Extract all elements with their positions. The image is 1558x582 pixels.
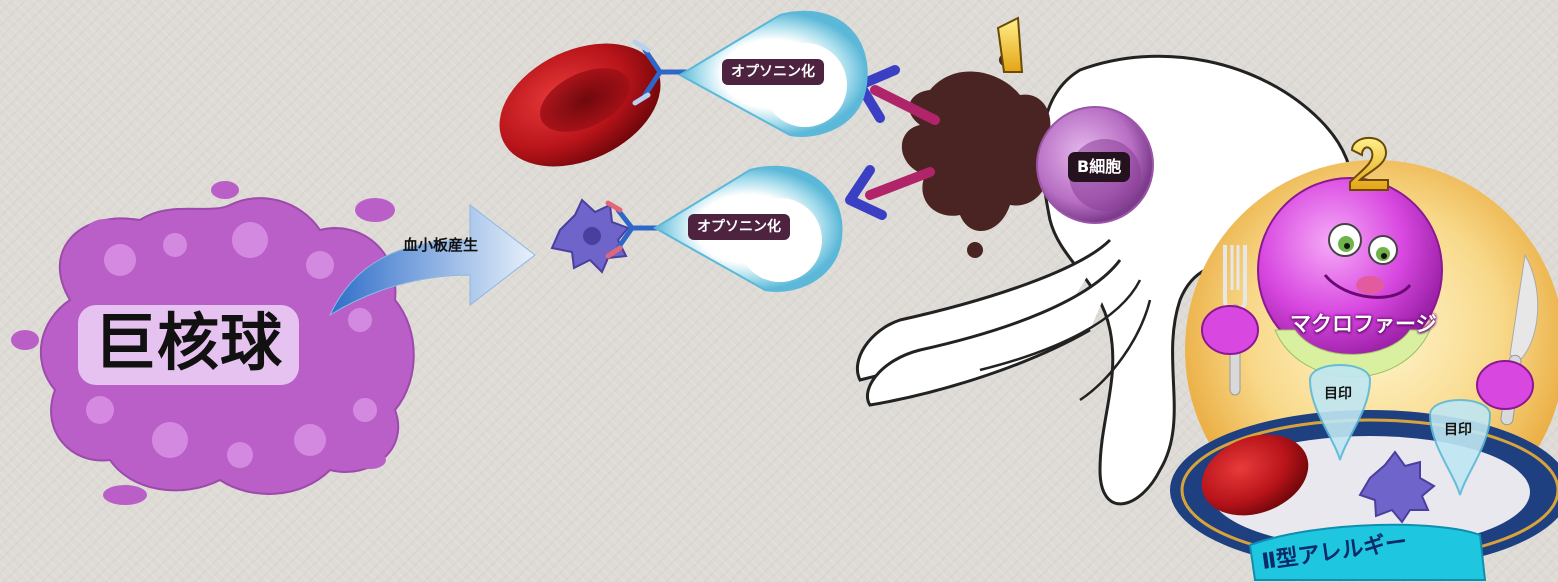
macrophage-tongue: [1356, 276, 1384, 294]
opsonization-label-rbc: オプソニン化: [722, 59, 824, 85]
marker-label-left: 目印: [1324, 386, 1352, 402]
red-blood-cell-top: [480, 19, 681, 191]
platelet-production-label: 血小板産生: [403, 236, 478, 254]
macrophage-hand-right: [1477, 361, 1533, 409]
arrow-to-platelet: [850, 170, 930, 215]
marker-label-right: 目印: [1444, 422, 1472, 438]
b-cell-label: B細胞: [1068, 152, 1130, 182]
step-1-number: 1: [1000, 25, 1001, 26]
megakaryocyte-label: 巨核球: [78, 305, 299, 385]
macrophage-label: マクロファージ: [1290, 312, 1437, 336]
opsonization-label-platelet: オプソニン化: [688, 214, 790, 240]
splash-drop: [967, 242, 983, 258]
antibody-splash: [902, 71, 1051, 231]
macrophage-hand-left: [1202, 306, 1258, 354]
step-2-number: 2: [1352, 145, 1353, 146]
